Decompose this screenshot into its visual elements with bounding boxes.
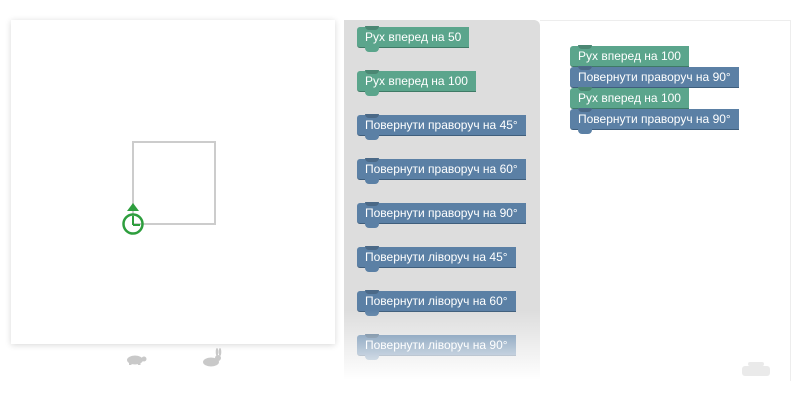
block-toolbox: Рух вперед на 50 Рух вперед на 100 Повер… [344,20,540,380]
toolbox-block-turn-right-60[interactable]: Повернути праворуч на 60° [357,159,526,184]
toolbox-block-turn-left-90[interactable]: Повернути ліворуч на 90° [357,335,516,360]
turtle-icon[interactable] [124,350,148,366]
toolbox-block-turn-left-45[interactable]: Повернути ліворуч на 45° [357,247,516,272]
trash-icon[interactable] [738,360,774,378]
rabbit-icon[interactable] [200,348,224,368]
program-block-move-forward[interactable]: Рух вперед на 100 [570,46,689,71]
program-block-move-forward[interactable]: Рух вперед на 100 [570,88,689,113]
toolbox-block-move-forward-50[interactable]: Рух вперед на 50 [357,27,470,52]
drawing-svg [122,141,216,235]
drawing-canvas [11,20,335,344]
toolbox-block-turn-right-90[interactable]: Повернути праворуч на 90° [357,203,526,228]
toolbox-block-move-forward-100[interactable]: Рух вперед на 100 [357,71,476,96]
program-block-turn-right[interactable]: Повернути праворуч на 90° [570,109,739,134]
toolbox-block-turn-right-45[interactable]: Повернути праворуч на 45° [357,115,526,140]
turtle-icon [122,203,144,235]
program-workspace[interactable]: Рух вперед на 100 Повернути праворуч на … [540,20,791,381]
toolbox-block-turn-left-60[interactable]: Повернути ліворуч на 60° [357,291,516,316]
program-block-turn-right[interactable]: Повернути праворуч на 90° [570,67,739,92]
drawn-square-path [132,141,216,225]
